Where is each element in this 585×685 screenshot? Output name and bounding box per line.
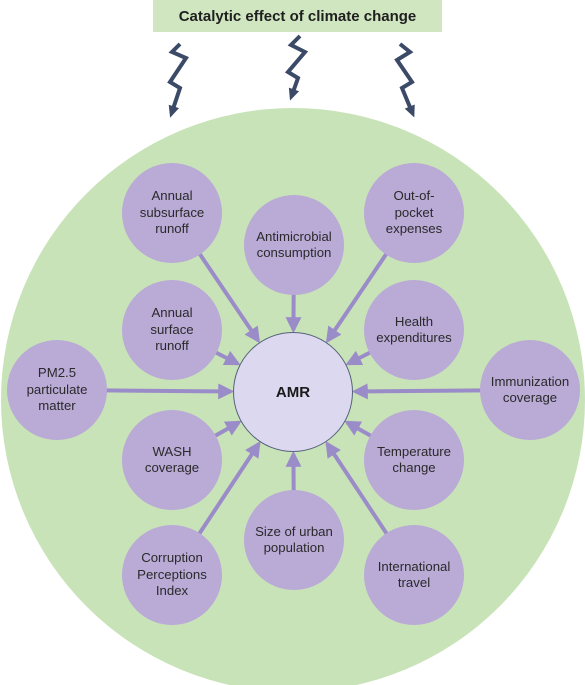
factor-immunization-coverage: Immunization coverage (480, 340, 580, 440)
lightning-arrowhead-icon (168, 104, 179, 118)
factor-label: Annual subsurface runoff (139, 188, 205, 237)
factor-label: Out-of- pocket expenses (385, 188, 443, 237)
factor-wash-coverage: WASH coverage (122, 410, 222, 510)
lightning-arrowhead-icon (288, 87, 300, 101)
center-label: AMR (275, 383, 311, 401)
arrow-out-of-pocket-expenses (325, 249, 390, 344)
arrow-pm25-particulate-matter (102, 383, 235, 400)
arrow-annual-surface-runoff (212, 349, 241, 366)
factor-international-travel: International travel (364, 525, 464, 625)
factor-size-of-urban-population: Size of urban population (244, 490, 344, 590)
factor-label: WASH coverage (144, 443, 200, 476)
factor-label: Immunization coverage (490, 373, 570, 406)
factor-annual-subsurface-runoff: Annual subsurface runoff (122, 163, 222, 263)
factor-pm25-particulate-matter: PM2.5 particulate matter (7, 340, 107, 440)
title-banner: Catalytic effect of climate change (153, 0, 442, 32)
factor-label: Antimicrobial consumption (256, 228, 332, 261)
arrow-wash-coverage (211, 420, 242, 440)
arrow-annual-subsurface-runoff (196, 249, 261, 344)
factor-label: Corruption Perceptions Index (137, 550, 207, 599)
factor-out-of-pocket-expenses: Out-of- pocket expenses (364, 163, 464, 263)
factor-label: Temperature change (376, 443, 452, 476)
lightning-bolt-icon (167, 42, 189, 113)
arrow-international-travel (325, 441, 391, 538)
lightning-bolt-icon (394, 42, 415, 113)
factor-health-expenditures: Health expenditures (364, 280, 464, 380)
factor-antimicrobial-consumption: Antimicrobial consumption (244, 195, 344, 295)
arrow-immunization-coverage (351, 383, 485, 400)
factor-label: Health expenditures (376, 313, 452, 346)
factor-annual-surface-runoff: Annual surface runoff (122, 280, 222, 380)
factor-label: Annual surface runoff (150, 305, 194, 354)
arrow-layer (102, 249, 485, 538)
center-node-amr: AMR (233, 332, 353, 452)
factor-corruption-perceptions-index: Corruption Perceptions Index (122, 525, 222, 625)
lightning-layer (167, 34, 415, 118)
arrow-corruption-perceptions-index (195, 441, 261, 538)
lightning-bolt-icon (284, 34, 309, 96)
factor-label: PM2.5 particulate matter (26, 365, 88, 414)
factor-label: Size of urban population (255, 523, 333, 556)
diagram-title: Catalytic effect of climate change (178, 7, 417, 25)
factor-label: International travel (377, 558, 451, 591)
factor-temperature-change: Temperature change (364, 410, 464, 510)
lightning-arrowhead-icon (404, 104, 415, 118)
